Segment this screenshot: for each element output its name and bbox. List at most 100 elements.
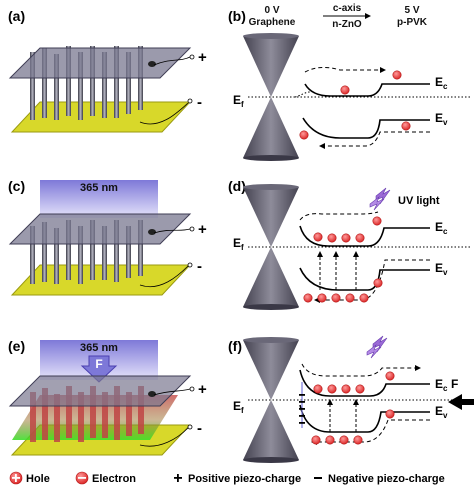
electron-f1 [313,384,323,394]
conduction-label-d: Ec [435,220,448,236]
legend-positive-label: Positive piezo-charge [188,473,301,485]
dirac-cone-upper-b [243,36,299,97]
graphene-label: Graphene [249,17,296,28]
valence-label-f: Ev [435,404,448,420]
panel-label-d: (d) [228,178,246,194]
force-label-side: F [451,377,458,391]
electron-f5 [385,371,395,381]
electron-f4 [355,384,365,394]
hole-path-d [314,259,430,303]
uv-bolt-f [366,335,388,359]
hole-path-f [311,419,430,445]
c-axis-label: c-axis [333,3,362,14]
legend-hole: Hole [9,471,50,485]
right-voltage-label: 5 V [404,5,419,16]
dirac-cone-lower-f [243,400,299,460]
positive-terminal-c: + [198,221,207,238]
band-diagram-f: Ef Ec Ev F [233,335,474,463]
ppvk-label: p-PVK [397,17,428,28]
wavelength-label-c: 365 nm [80,182,118,194]
left-voltage-label: 0 V [264,5,279,16]
conduction-band-b [304,83,430,97]
hole-path-b [319,131,430,149]
electron-f2 [327,384,337,394]
valence-label-b: Ev [435,111,448,127]
positive-terminal-e: + [198,381,207,398]
uv-beam-c [40,180,158,218]
device-c: 365 nm + - [8,180,207,296]
nzno-label: n-ZnO [332,19,362,30]
fermi-label-f: Ef [233,399,244,415]
legend: Hole Electron Positive piezo-charge Nega… [9,471,445,485]
force-arrow-side [448,394,474,410]
positive-terminal-a: + [198,49,207,66]
negative-terminal-c: - [197,258,202,275]
electron-b1 [340,85,350,95]
valence-band-d [299,267,430,291]
top-plate-c [8,213,192,245]
device-a: + - [8,46,207,133]
electron-f3 [341,384,351,394]
dirac-cone-upper-d [243,187,299,247]
panel-label-a: (a) [8,8,25,24]
electron-d2 [327,233,337,243]
panel-label-e: (e) [8,338,25,354]
hole-d3 [331,293,341,303]
conduction-band-f [299,369,430,397]
hole-f1 [311,435,321,445]
fermi-label-b: Ef [233,93,244,109]
nanorods-e [30,386,144,442]
valence-band-f [299,404,430,433]
electron-d3 [341,233,351,243]
band-header: 0 V Graphene c-axis n-ZnO 5 V p-PVK [249,3,428,30]
fermi-label-d: Ef [233,236,244,252]
hole-d4 [345,293,355,303]
legend-negative: Negative piezo-charge [314,473,445,485]
hole-f5 [385,409,395,419]
electrode-dot-a [148,61,156,67]
legend-electron-label: Electron [92,473,136,485]
electron-path-b [304,66,386,73]
hole-b2 [401,121,411,131]
hole-d5 [359,293,369,303]
legend-negative-label: Negative piezo-charge [328,473,445,485]
negative-terminal-a: - [197,94,202,111]
hole-f2 [325,435,335,445]
band-diagram-d: Ef Ec Ev UV light [233,184,470,310]
hole-f4 [353,435,363,445]
hole-d6 [373,278,383,288]
force-label-top: F [95,357,102,371]
electron-b2 [392,70,402,80]
hole-d1 [303,293,313,303]
valence-band-b [302,117,430,139]
legend-positive: Positive piezo-charge [174,473,301,485]
conduction-label-b: Ec [435,75,448,91]
legend-electron: Electron [75,471,136,485]
electron-path-d [299,211,379,221]
top-plate-e [8,375,192,407]
uv-light-label: UV light [398,195,440,207]
panel-label-f: (f) [228,338,242,354]
force-arrow-down [80,355,118,383]
electron-d5 [372,216,382,226]
panel-label-c: (c) [8,178,25,194]
panel-label-b: (b) [228,8,246,24]
dirac-cone-lower-d [243,247,299,307]
hole-f3 [339,435,349,445]
nanorods-c [30,220,143,284]
electron-d4 [355,233,365,243]
top-plate-a [8,47,192,79]
hole-b1 [299,130,309,140]
band-diagram-b: Ef Ec Ev [233,33,470,161]
substrate-c [10,264,192,296]
negative-terminal-e: - [197,420,202,437]
device-e: 365 nm F + - [8,340,207,456]
wavelength-label-e: 365 nm [80,342,118,354]
dirac-cone-upper-f [243,340,299,400]
valence-label-d: Ev [435,261,448,277]
conduction-band-d [299,225,430,247]
hole-d2 [317,293,327,303]
dirac-cone-lower-b [243,97,299,158]
electron-path-f [301,363,421,377]
